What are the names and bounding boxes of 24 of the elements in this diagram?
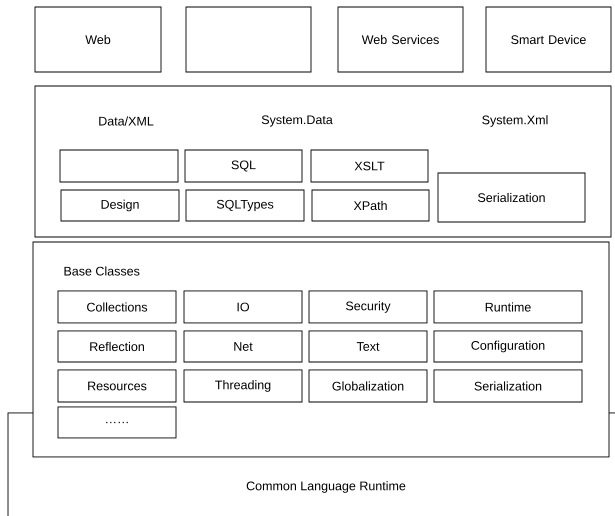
platform-box: Web	[34, 6, 162, 72]
class-box: XSLT	[310, 150, 428, 182]
class-box: IO	[184, 290, 302, 324]
class-box: Serialization	[434, 370, 582, 402]
empty-box	[186, 6, 312, 72]
class-box: Net	[184, 330, 302, 362]
class-box: Threading	[184, 370, 302, 402]
class-box: Resources	[58, 370, 176, 402]
class-box: SQL	[184, 150, 302, 182]
class-box: SQLTypes	[186, 190, 304, 222]
platform-box: Smart Device	[486, 6, 612, 72]
empty-box	[60, 150, 178, 182]
class-box: Security	[308, 290, 428, 324]
class-box: Runtime	[434, 290, 582, 324]
class-box: Globalization	[308, 370, 428, 402]
class-box: Design	[60, 190, 180, 222]
class-box: XPath	[312, 190, 430, 222]
class-box: Collections	[58, 290, 176, 324]
class-box: Configuration	[434, 330, 582, 362]
class-box: ……	[58, 406, 176, 438]
class-box: Serialization	[438, 172, 586, 222]
class-box: Reflection	[58, 330, 176, 362]
class-box: Text	[308, 330, 428, 362]
platform-box: Web Services	[338, 6, 464, 72]
